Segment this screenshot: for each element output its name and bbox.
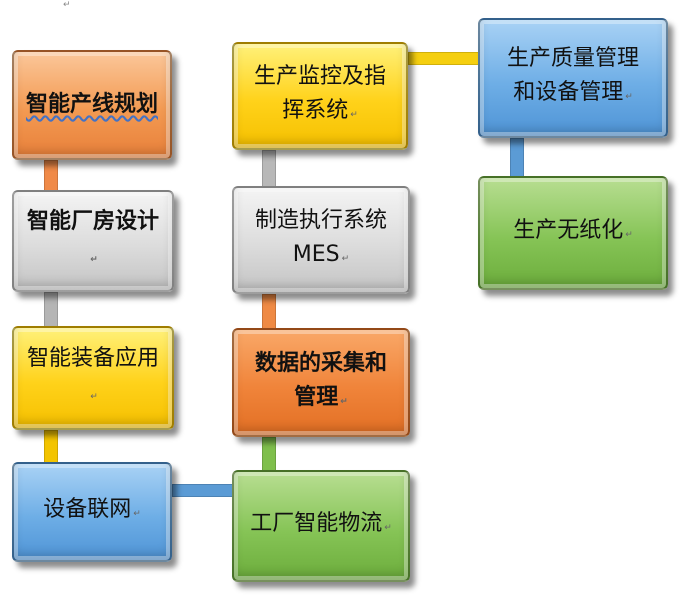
box-label-line2: 和设备管理 bbox=[513, 80, 624, 105]
box-data-collection-management: 数据的采集和 管理↵ bbox=[232, 328, 410, 437]
paragraph-mark: ↵ bbox=[90, 255, 98, 265]
box-label: 设备联网 bbox=[43, 497, 132, 522]
paragraph-mark: ↵ bbox=[133, 509, 141, 519]
connector-data-to-mes bbox=[262, 294, 276, 330]
box-label-line1: 制造执行系统 bbox=[254, 208, 387, 233]
connector-design-to-equipment bbox=[44, 292, 58, 328]
paragraph-mark: ↵ bbox=[625, 92, 633, 102]
paragraph-mark: ↵ bbox=[90, 392, 98, 402]
connector-mes-to-monitoring bbox=[262, 150, 276, 188]
box-paperless-production: 生产无纸化↵ bbox=[478, 176, 668, 290]
box-label-line1: 生产质量管理 bbox=[506, 46, 639, 71]
paragraph-mark: ↵ bbox=[625, 230, 633, 240]
paragraph-mark: ↵ bbox=[384, 523, 392, 533]
paragraph-mark: ↵ bbox=[350, 110, 358, 120]
box-label: 智能产线规划 bbox=[25, 92, 158, 117]
box-label-line2: MES bbox=[292, 242, 340, 267]
box-label: 智能厂房设计 bbox=[26, 209, 159, 234]
box-label-line2: 挥系统 bbox=[282, 98, 349, 123]
connector-equipment-to-networking bbox=[44, 430, 58, 464]
box-label: 工厂智能物流 bbox=[250, 511, 383, 536]
connector-quality-to-paperless bbox=[510, 138, 524, 178]
box-quality-equipment-management: 生产质量管理 和设备管理↵ bbox=[478, 18, 668, 138]
box-production-monitoring-system: 生产监控及指 挥系统↵ bbox=[232, 42, 408, 150]
box-label-line1: 数据的采集和 bbox=[254, 350, 387, 376]
paragraph-mark: ↵ bbox=[340, 396, 348, 407]
connector-networking-to-logistics bbox=[172, 484, 236, 497]
box-smart-equipment-application: 智能装备应用 ↵ bbox=[12, 326, 174, 430]
paragraph-mark: ↵ bbox=[341, 254, 350, 264]
connector-logistics-to-data bbox=[262, 437, 276, 472]
box-smart-production-line-planning: 智能产线规划 bbox=[12, 50, 172, 160]
box-equipment-networking: 设备联网↵ bbox=[12, 462, 172, 562]
box-mes: 制造执行系统 MES↵ bbox=[232, 186, 410, 294]
box-label: 智能装备应用 bbox=[26, 346, 159, 371]
box-factory-smart-logistics: 工厂智能物流↵ bbox=[232, 470, 410, 582]
connector-planning-to-design bbox=[44, 160, 58, 192]
connector-monitoring-to-quality bbox=[408, 52, 482, 65]
box-label-line2: 管理 bbox=[294, 384, 339, 410]
box-label-line1: 生产监控及指 bbox=[253, 64, 386, 89]
box-smart-factory-design: 智能厂房设计 ↵ bbox=[12, 190, 174, 292]
return-mark: ↵ bbox=[63, 0, 71, 10]
box-label: 生产无纸化 bbox=[513, 218, 624, 243]
